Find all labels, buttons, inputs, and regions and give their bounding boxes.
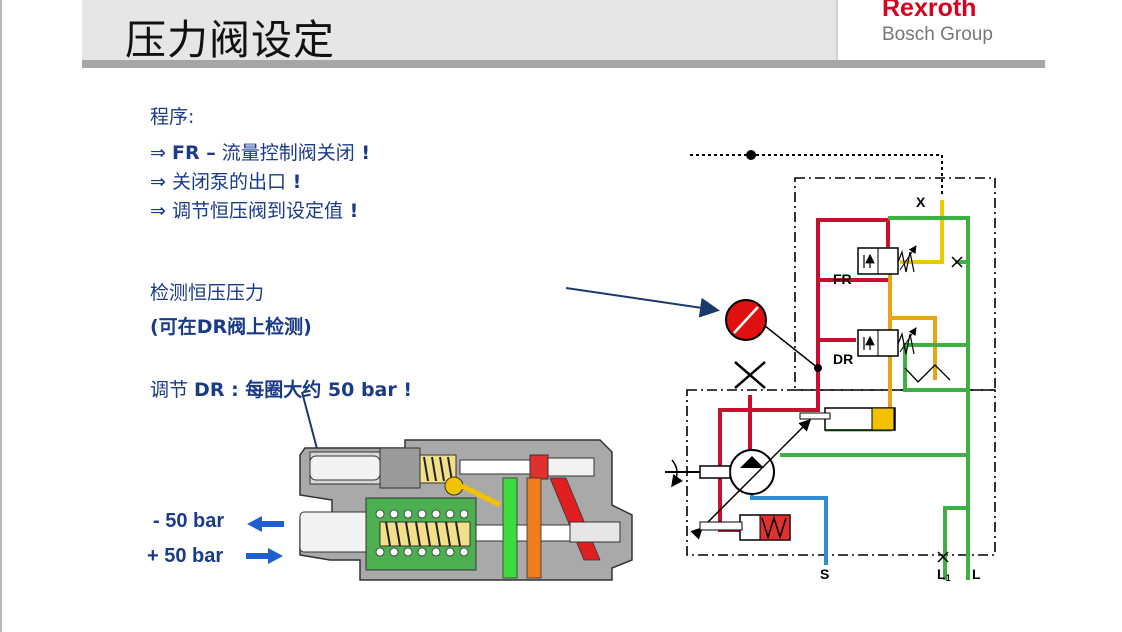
logo-subtitle: Bosch Group bbox=[882, 24, 993, 45]
hydraulic-schematic: X FR DR S L1 L bbox=[665, 150, 996, 583]
logo-brand: Rexroth bbox=[882, 0, 977, 22]
fr-valve-label: FR bbox=[833, 271, 852, 287]
pointer-to-gauge bbox=[565, 287, 720, 318]
step-text: 调节恒压阀到设定值 bbox=[165, 200, 343, 222]
check-open: (可在 bbox=[150, 316, 197, 338]
step-arrow: ⇒ bbox=[150, 200, 166, 222]
adjust-bold-2: 50 bar bbox=[327, 379, 397, 401]
left-rule bbox=[0, 0, 2, 632]
page-title: 压力阀设定 bbox=[125, 16, 335, 64]
port-l1-letter: L bbox=[937, 566, 946, 582]
check-bold: DR bbox=[196, 316, 228, 338]
port-l1-label: L1 bbox=[937, 566, 951, 583]
decrease-arrow-icon bbox=[247, 516, 284, 532]
minus-50-bar-label: - 50 bar bbox=[153, 510, 225, 532]
plus-50-bar-label: + 50 bar bbox=[147, 545, 224, 567]
title-separator bbox=[836, 0, 838, 60]
port-x-label: X bbox=[916, 194, 926, 210]
step-arrow: ⇒ bbox=[150, 171, 166, 193]
port-l-label: L bbox=[972, 566, 981, 582]
dr-valve-label: DR bbox=[833, 351, 853, 367]
check-close: 阀上检测) bbox=[227, 316, 312, 338]
title-underline bbox=[82, 60, 1045, 68]
procedure-step-2: ⇒ 关闭泵的出口 ! bbox=[150, 167, 301, 194]
procedure-heading: 程序: bbox=[150, 106, 195, 128]
procedure-step-3: ⇒ 调节恒压阀到设定值 ! bbox=[150, 196, 358, 223]
step-end: ! bbox=[285, 171, 302, 193]
adjust-line: 调节 DR : 每圈大约 50 bar ! bbox=[150, 375, 412, 402]
step-text: 关闭泵的出口 bbox=[165, 171, 286, 193]
adjust-mid: : 每圈大约 bbox=[224, 379, 328, 401]
procedure-step-1: ⇒ FR – 流量控制阀关闭 ! bbox=[150, 138, 370, 165]
adjust-end: ! bbox=[396, 379, 413, 401]
title-band bbox=[82, 0, 837, 60]
increase-arrow-icon bbox=[246, 548, 283, 564]
port-l1-subscript: 1 bbox=[946, 573, 951, 583]
valve-cross-section bbox=[299, 439, 633, 581]
adjust-pre: 调节 bbox=[150, 379, 195, 401]
step-bold: FR – bbox=[171, 142, 216, 164]
rexroth-logo: Rexroth Bosch Group bbox=[850, 0, 1040, 58]
port-s-label: S bbox=[820, 566, 829, 582]
step-text: 流量控制阀关闭 bbox=[215, 142, 355, 164]
step-end: ! bbox=[354, 142, 371, 164]
check-line-2: (可在DR阀上检测) bbox=[150, 312, 312, 339]
adjust-bold-1: DR bbox=[194, 379, 225, 401]
step-arrow: ⇒ bbox=[150, 142, 166, 164]
step-end: ! bbox=[342, 200, 359, 222]
check-line-1: 检测恒压压力 bbox=[150, 282, 265, 304]
